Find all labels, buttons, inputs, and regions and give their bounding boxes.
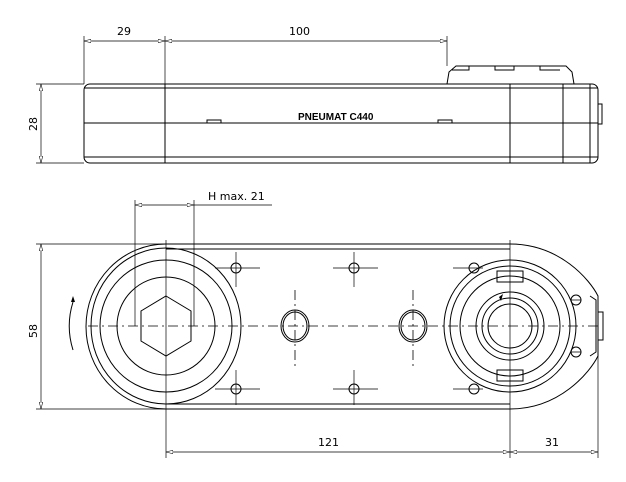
top-view: PNEUMAT C440 29 100 28: [27, 25, 603, 164]
dim-offset: 29: [117, 25, 131, 38]
body-outline: [85, 243, 599, 410]
brand-label: PNEUMAT C440: [298, 112, 374, 123]
dim-center-distance: 121: [318, 436, 339, 449]
bottom-view: H max. 21 58 121 31: [27, 190, 604, 458]
rotation-arrow-icon: [71, 296, 75, 302]
top-bump: [446, 65, 575, 85]
dim-end-offset: 31: [545, 436, 559, 449]
dim-height: 28: [27, 117, 40, 131]
dim-width: 58: [27, 324, 40, 338]
dim-length: 100: [289, 25, 310, 38]
mounting-holes: [215, 252, 582, 405]
dim-hex-size: H max. 21: [208, 190, 265, 203]
